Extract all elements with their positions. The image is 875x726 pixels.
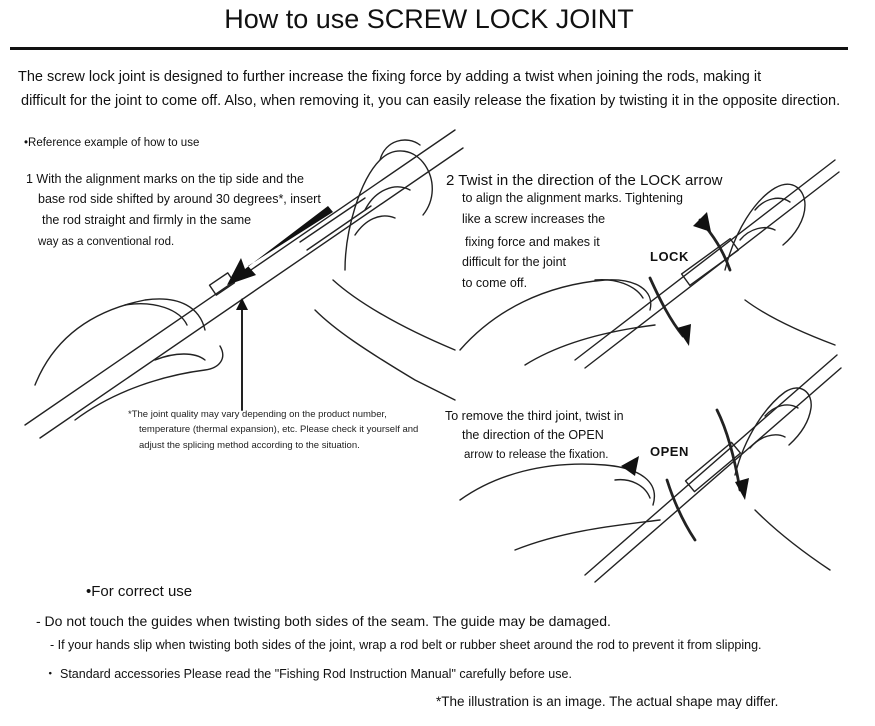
step1-note-line-3: adjust the splicing method according to … — [139, 440, 360, 451]
bullet-icon: • — [86, 583, 92, 600]
footnote: *The illustration is an image. The actua… — [436, 694, 779, 709]
reference-label: •Reference example of how to use — [24, 137, 200, 149]
step2-line-2: to align the alignment marks. Tightening — [462, 191, 683, 205]
step2-line-4: fixing force and makes it — [465, 235, 600, 249]
step2-line-6: to come off. — [462, 276, 528, 290]
remove-line-3: arrow to release the fixation. — [464, 449, 609, 461]
remove-line-1: To remove the third joint, twist in — [445, 409, 624, 423]
bullet-icon: • — [24, 137, 29, 149]
step1-line-3: the rod straight and firmly in the same — [42, 213, 252, 227]
correct-use-item-3: ・ Standard accessories Please read the "… — [44, 667, 572, 681]
title-divider — [10, 47, 848, 50]
step1-note-line-2: temperature (thermal expansion), etc. Pl… — [139, 424, 419, 435]
step1-note-line-1: *The joint quality may vary depending on… — [128, 409, 387, 420]
step1-line-4: way as a conventional rod. — [38, 236, 175, 248]
lock-illustration — [459, 159, 840, 369]
step2-line-3: like a screw increases the — [462, 212, 606, 226]
intro-line-1: The screw lock joint is designed to furt… — [18, 69, 762, 85]
correct-use-heading: •For correct use — [86, 583, 193, 600]
step2-line-5: difficult for the joint — [462, 255, 566, 269]
step1-line-2: base rod side shifted by around 30 degre… — [38, 192, 321, 206]
insert-illustration — [24, 129, 464, 439]
correct-use-item-1: - Do not touch the guides when twisting … — [36, 613, 611, 629]
step1-line-1: 1 With the alignment marks on the tip si… — [26, 172, 304, 186]
lock-label: LOCK — [650, 249, 689, 264]
remove-line-2: the direction of the OPEN — [462, 428, 604, 442]
open-label: OPEN — [650, 444, 689, 459]
intro-line-2: difficult for the joint to come off. Als… — [21, 93, 841, 109]
step2-line-1: 2 Twist in the direction of the LOCK arr… — [446, 172, 723, 189]
bullet-icon: ・ — [44, 667, 57, 681]
page-title: How to use SCREW LOCK JOINT — [224, 4, 634, 34]
correct-use-item-2: - If your hands slip when twisting both … — [50, 638, 762, 652]
open-illustration — [459, 354, 842, 583]
